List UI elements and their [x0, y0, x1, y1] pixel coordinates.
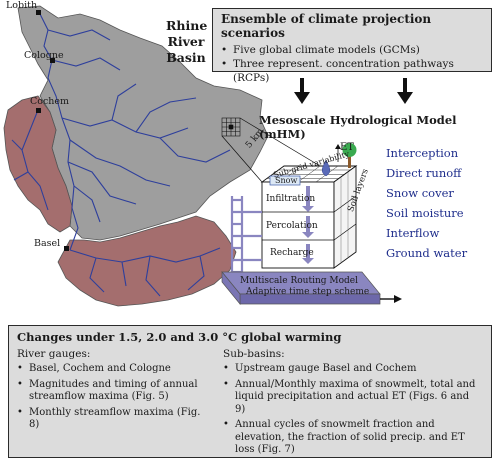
mosel-subbasin	[3, 95, 73, 233]
lobith-marker	[36, 10, 41, 15]
process-item: Direct runoff	[386, 166, 462, 180]
changes-title: Changes under 1.5, 2.0 and 3.0 °C global…	[17, 330, 342, 344]
sub-basins-column: Sub-basins: Upstream gauge Basel and Coc…	[223, 348, 481, 460]
process-item: Soil moisture	[386, 206, 464, 220]
sub-basins-header: Sub-basins:	[223, 348, 285, 360]
recharge-label: Recharge	[270, 248, 314, 258]
grid-cell-marker	[221, 117, 241, 137]
ensemble-box: Ensemble of climate projection scenarios…	[212, 8, 492, 84]
snow-label: Snow	[275, 176, 298, 185]
city-label-cologne: Cologne	[24, 50, 64, 61]
sub-basins-item: Annual cycles of snowmelt fraction and e…	[223, 419, 481, 457]
ensemble-item: Three represent. concentration pathways …	[221, 57, 483, 85]
changes-box: Changes under 1.5, 2.0 and 3.0 °C global…	[8, 325, 492, 458]
ensemble-item: Five global climate models (GCMs)	[221, 43, 483, 57]
city-label-lobith: Lobith	[6, 0, 38, 11]
river-gauges-column: River gauges: Basel, Cochem and Cologne …	[17, 348, 212, 435]
rhine-basin-map	[3, 5, 413, 307]
zoom-line	[239, 117, 331, 173]
routing-scheme-label: Adaptive time step scheme	[246, 287, 370, 297]
zoom-line	[221, 135, 263, 183]
mhm-cube	[221, 143, 402, 305]
routing-label: Multiscale Routing Model	[240, 276, 358, 286]
city-label-basel: Basel	[34, 238, 61, 249]
flow-arrows	[294, 78, 413, 104]
river-gauges-item: Basel, Cochem and Cologne	[17, 363, 212, 376]
cologne-marker	[50, 58, 55, 63]
basel-marker	[64, 246, 69, 251]
percolation-label: Percolation	[266, 221, 318, 231]
river-gauges-header: River gauges:	[17, 348, 91, 360]
process-item: Ground water	[386, 246, 468, 260]
process-item: Interflow	[386, 226, 440, 240]
et-label: ET	[340, 142, 354, 153]
river-gauges-item: Monthly streamflow maxima (Fig. 8)	[17, 407, 212, 432]
river-network	[11, 13, 231, 297]
sub-basins-item: Annual/Monthly maxima of snowmelt, total…	[223, 379, 481, 417]
ensemble-title: Ensemble of climate projection scenarios	[221, 12, 432, 40]
process-item: Snow cover	[386, 186, 454, 200]
river-gauges-item: Magnitudes and timing of annual streamfl…	[17, 379, 212, 404]
mhm-title: Mesoscale Hydrological Model (mHM)	[259, 113, 457, 141]
basin-label-river: River	[167, 34, 205, 49]
process-item: Interception	[386, 146, 459, 160]
cochem-marker	[36, 108, 41, 113]
basin-label-rhine: Rhine	[166, 18, 208, 33]
sub-basins-item: Upstream gauge Basel and Cochem	[223, 363, 481, 376]
infiltration-label: Infiltration	[266, 194, 316, 204]
basin-label-basin: Basin	[166, 50, 206, 65]
city-label-cochem: Cochem	[30, 96, 70, 107]
